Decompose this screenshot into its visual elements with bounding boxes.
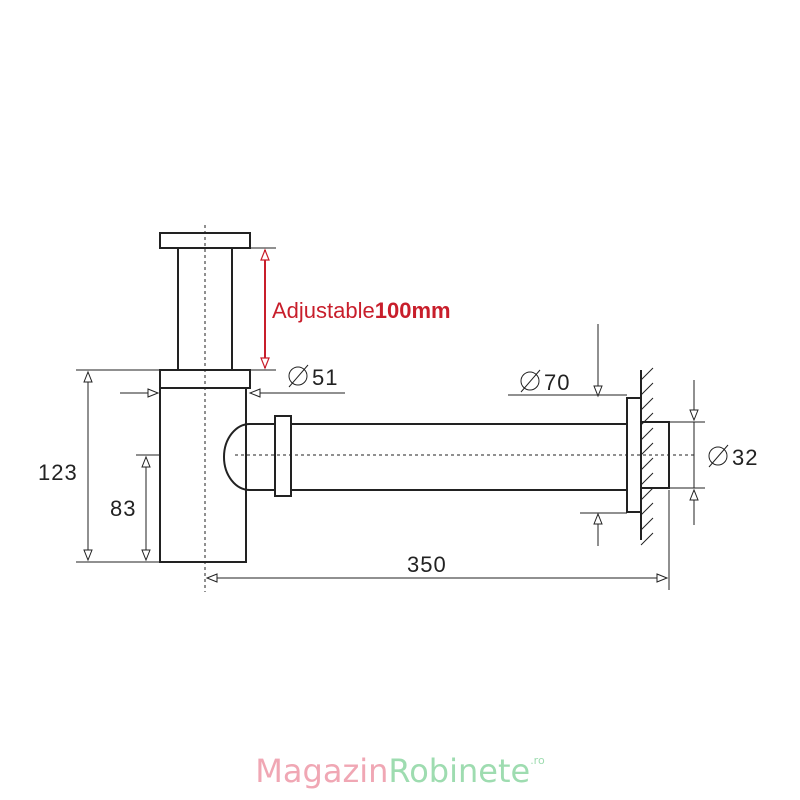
adjustable-dimension: Adjustable100mm [232,247,451,371]
diameter-symbol-icon [288,364,309,388]
diameter-70-label: 70 [544,370,570,395]
diameter-symbol-icon [520,369,541,393]
brand-logo-suffix: .ro [530,754,545,767]
height-83-label: 83 [110,496,136,521]
brand-logo-part1: Magazin [255,752,389,790]
adjustable-label: Adjustable100mm [272,298,451,323]
diameter-32-label: 32 [732,445,758,470]
outlet-pipe [223,415,627,497]
diameter-51-dimension: 51 [120,364,345,398]
wall-flange [626,367,670,546]
diameter-70-dimension: 70 [508,324,627,546]
brand-logo: MagazinRobinete.ro [0,752,800,790]
diameter-symbol-icon [708,444,729,468]
height-123-dimension: 123 [38,369,160,563]
brand-logo-part2: Robinete [388,752,531,790]
length-350-dimension: 350 [205,490,670,590]
diameter-32-dimension: 32 [669,380,758,525]
height-123-label: 123 [38,460,78,485]
length-350-label: 350 [407,552,447,577]
diameter-51-label: 51 [312,365,338,390]
height-83-dimension: 83 [110,454,160,562]
